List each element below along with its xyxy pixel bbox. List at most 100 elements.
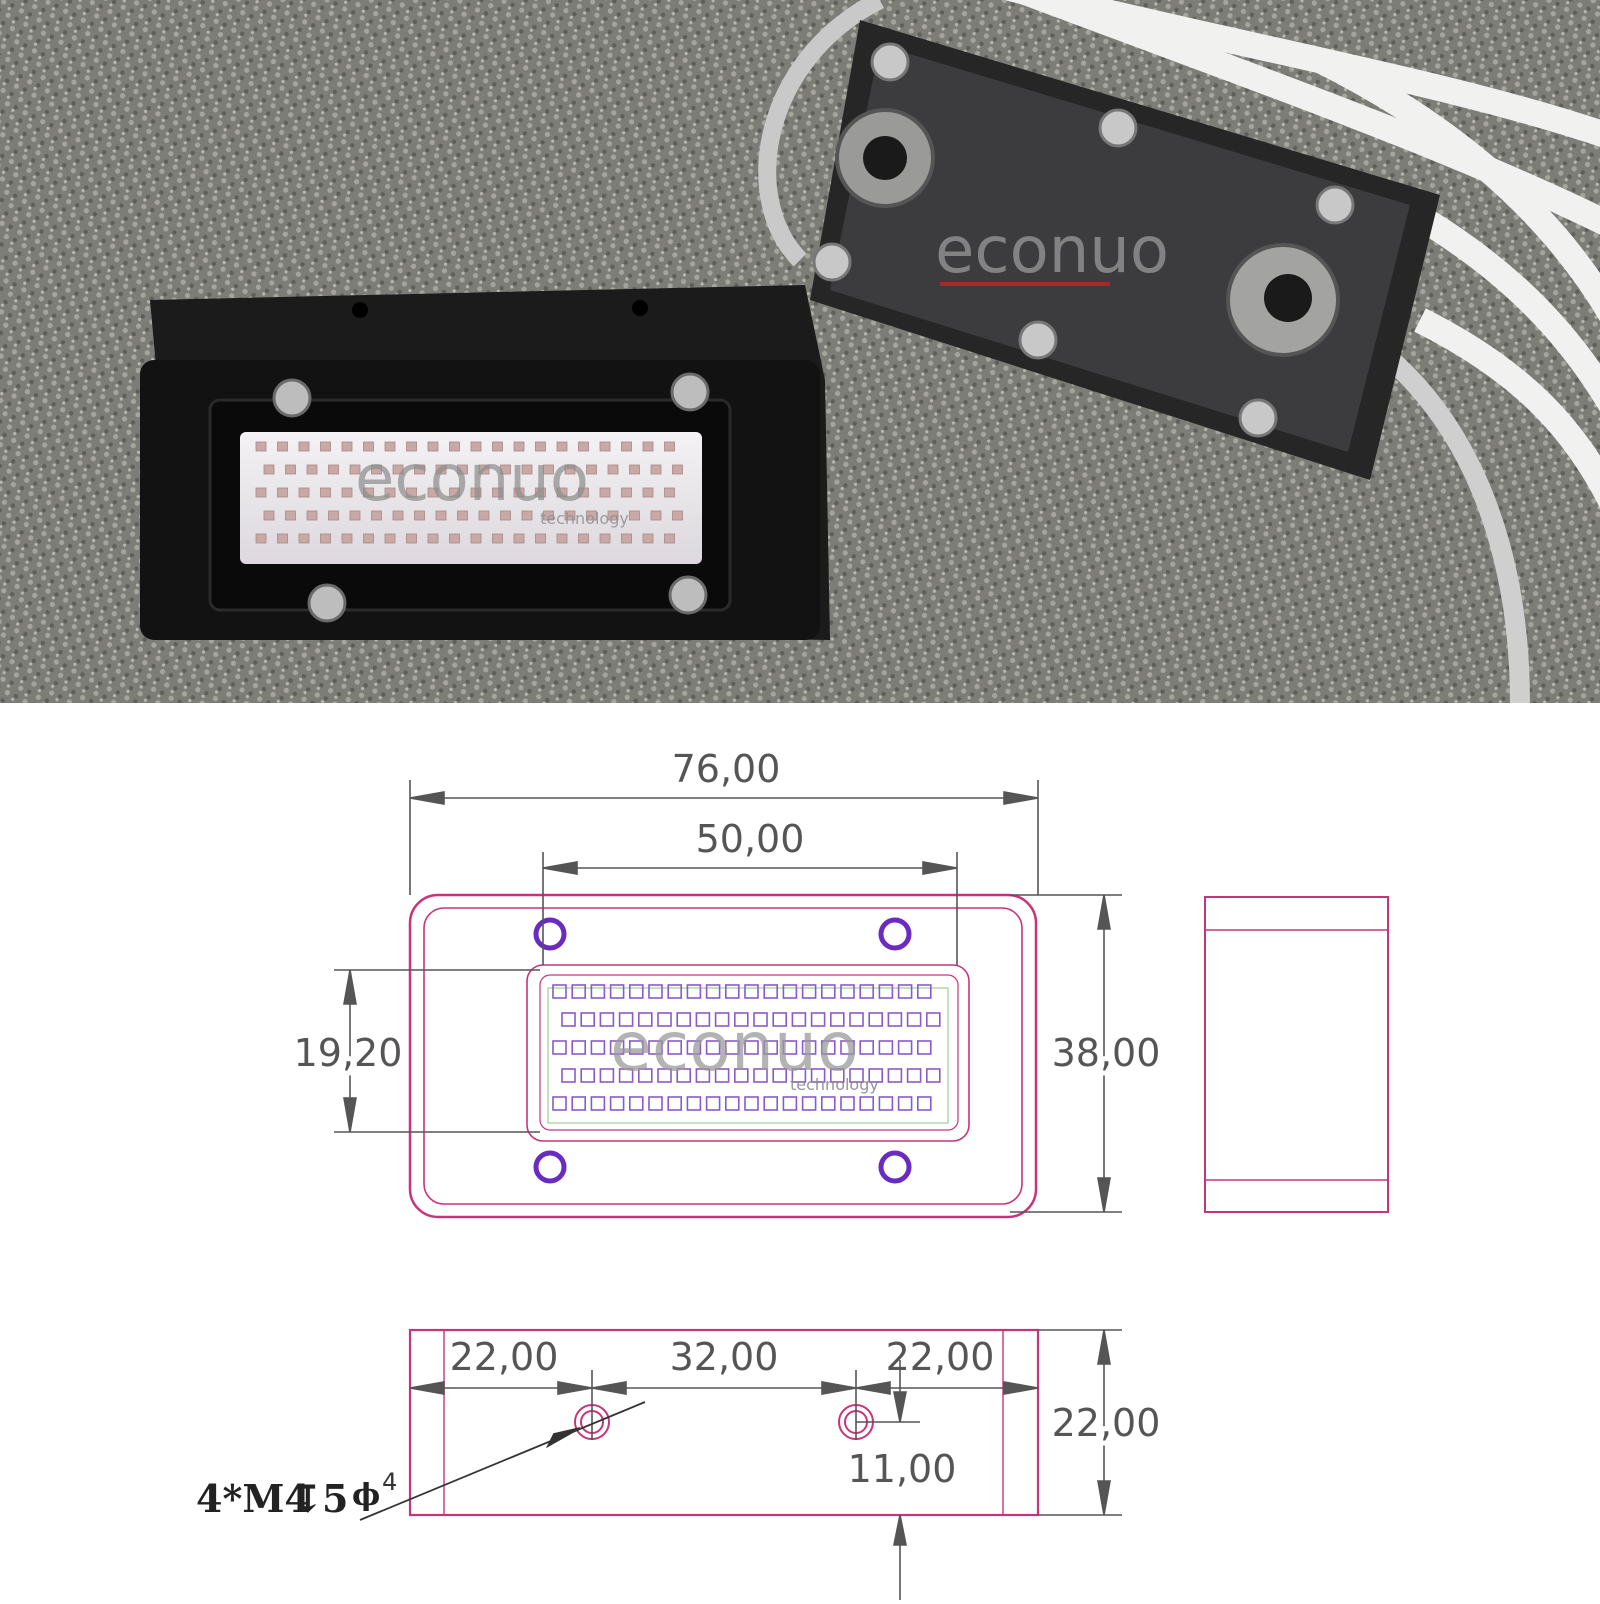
led-cell [657,1068,672,1083]
screw-icon [812,242,852,282]
led-cell [887,1068,903,1083]
led-cell [724,984,740,999]
led-chip [535,487,546,498]
led-chip [298,441,310,452]
led-cell [859,1096,875,1111]
led-cell [849,1068,864,1083]
led-cell [744,1040,759,1055]
led-cell [859,984,875,999]
led-cell [733,1068,749,1083]
led-chip [384,533,396,544]
led-chip [435,464,447,475]
led-chip [607,464,619,475]
screw-icon [1238,398,1278,438]
depth-symbol-icon: ↧ [292,1476,324,1521]
led-chip [650,510,662,521]
dim-label-hole-depth: 11,00 [848,1447,957,1491]
led-chip [406,487,417,498]
led-chip [664,441,675,452]
screw-icon [307,583,347,623]
led-chip [664,487,675,498]
led-chip [328,464,339,475]
front-view: econuo technology 76,00 50,00 [289,747,1165,1219]
callout-diameter: 4 [382,1468,397,1496]
water-fitting-icon [835,108,935,208]
led-chip [578,533,589,544]
led-chip [500,510,511,521]
led-chip [543,510,554,521]
led-cell [878,984,894,999]
led-cell [609,1040,625,1055]
led-cell [782,1096,798,1111]
hole-callout-leader [359,1401,646,1521]
led-cell [772,1012,788,1027]
led-cell [552,1040,567,1055]
led-chip [521,510,533,521]
led-cell [552,1096,567,1111]
led-cell [724,1040,740,1055]
watermark-underline [940,282,1110,286]
led-cell [744,1096,759,1111]
led-chip [578,487,589,498]
led-cell [791,1068,807,1083]
led-chip [320,533,331,544]
led-cell [791,1012,807,1027]
led-chip [672,464,683,475]
led-chip [349,510,361,521]
led-chip [341,487,353,498]
led-cell [925,1012,941,1027]
led-cell [897,1040,913,1055]
led-chip [320,441,331,452]
led-chip [285,510,296,521]
led-cell [628,1040,644,1055]
led-chip [599,533,611,544]
watermark-led: econuo [355,442,589,516]
led-chip [478,510,490,521]
screw-icon [272,378,312,418]
led-chip [470,533,482,544]
led-chip [586,510,597,521]
led-cell [724,1096,740,1111]
led-cell [906,1068,922,1083]
screw-hole-icon [878,1150,912,1184]
led-chip [543,464,554,475]
led-cell [782,984,798,999]
led-cell [695,1012,711,1027]
dim-label-led-width: 50,00 [696,817,805,861]
led-chip [427,533,439,544]
led-chip [492,487,503,498]
dim-overall-width [409,780,1039,895]
led-chip [306,510,318,521]
led-chip [392,510,404,521]
diameter-symbol-icon: ϕ [352,1478,380,1513]
led-cell [763,1096,779,1111]
led-cell [829,1012,845,1027]
led-cell [628,1096,644,1111]
led-chip [521,464,533,475]
led-chip [664,533,675,544]
hole-callout: 4*M4 ↧ 5 ϕ 4 [196,1468,397,1521]
technical-drawing: econuo technology 76,00 50,00 [196,747,1389,1600]
screw-hole-icon [878,917,912,951]
led-cell [667,1096,683,1111]
led-chip [255,441,267,452]
dim-label-edge-right: 22,00 [886,1335,995,1379]
led-chip [478,464,490,475]
led-cell [887,1012,903,1027]
watermark-top-right: econuo [935,214,1169,288]
led-cell [810,1012,826,1027]
dim-overall-height [1010,894,1122,1213]
led-chip [513,533,525,544]
led-cell [552,984,567,999]
water-fitting-icon [1226,243,1340,357]
led-module-front: econuo technology [140,285,830,640]
led-cell [637,1012,653,1027]
led-chip [470,487,482,498]
led-chip [650,464,662,475]
led-chip [535,533,546,544]
led-cell [686,984,702,999]
led-cell [561,1012,576,1027]
drawing-watermark-sub: technology [790,1075,879,1094]
led-cell [648,1096,663,1111]
